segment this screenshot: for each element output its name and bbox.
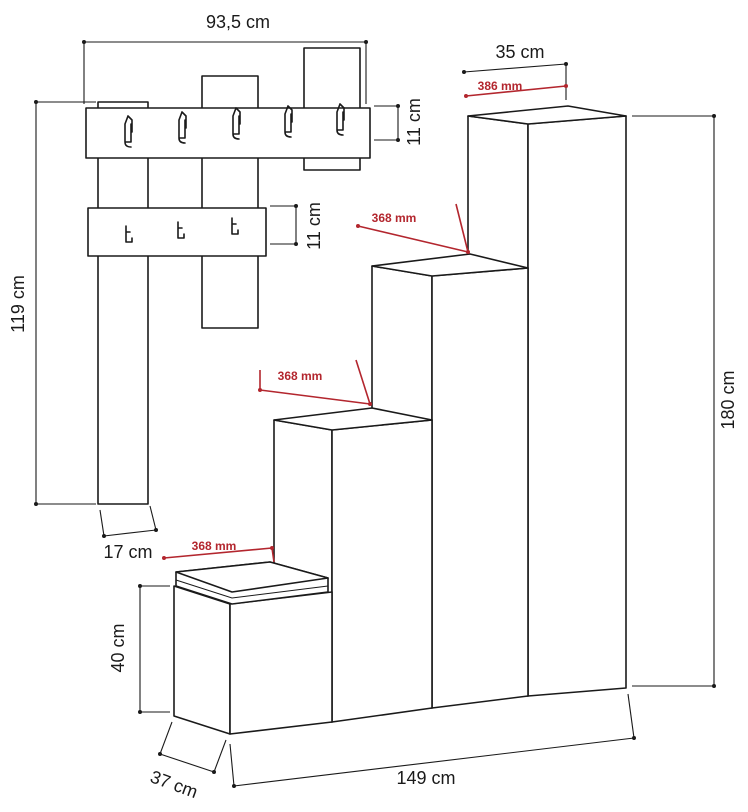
column-2-front [331,419,433,723]
hook-icon [125,225,133,243]
coat-rack [85,47,371,505]
cabinet-width-label: 149 cm [396,768,455,788]
seat-box-front [229,591,333,735]
hook-icon [178,111,187,144]
hook-icon [232,107,241,140]
step-cabinet [173,105,627,735]
dimension-lines: 93,5 cm 119 cm 11 cm 11 cm 17 cm 35 cm [8,12,738,802]
lower-bar-height-label: 11 cm [304,202,324,250]
rack-lower-bar [87,207,267,257]
upper-hooks [124,103,345,148]
column-4-top [467,105,627,125]
seat-cushion-seam [175,579,329,599]
rack-height-label: 119 cm [8,275,28,333]
cabinet-height-label: 180 cm [718,370,738,429]
rack-panel-left [97,101,149,505]
seat-cushion-top [175,561,329,593]
depth-annotations: 386 mm 368 mm 368 mm 368 mm [162,79,568,563]
hook-icon [336,103,345,136]
hook-icon [177,221,185,239]
column-2-top [273,407,433,431]
step-3-depth-label: 368 mm [372,211,417,225]
rack-upper-bar [85,107,371,159]
seat-depth-label: 368 mm [192,539,237,553]
column-3-top [371,253,529,277]
top-depth-label: 386 mm [478,79,523,93]
hook-icon [124,115,133,148]
seat-height-label: 40 cm [108,623,128,672]
step-2-depth-label: 368 mm [278,369,323,383]
hook-icon [284,105,293,138]
cabinet-depth-label: 37 cm [148,767,201,803]
column-width-label: 35 cm [495,42,544,62]
lower-hooks [125,217,239,243]
rack-depth-label: 17 cm [103,542,152,562]
column-3-front [431,267,529,709]
column-4-front [527,115,627,697]
hook-icon [231,217,239,235]
upper-bar-height-label: 11 cm [404,98,424,146]
seat-box-side [173,585,231,735]
rack-width-label: 93,5 cm [206,12,270,32]
